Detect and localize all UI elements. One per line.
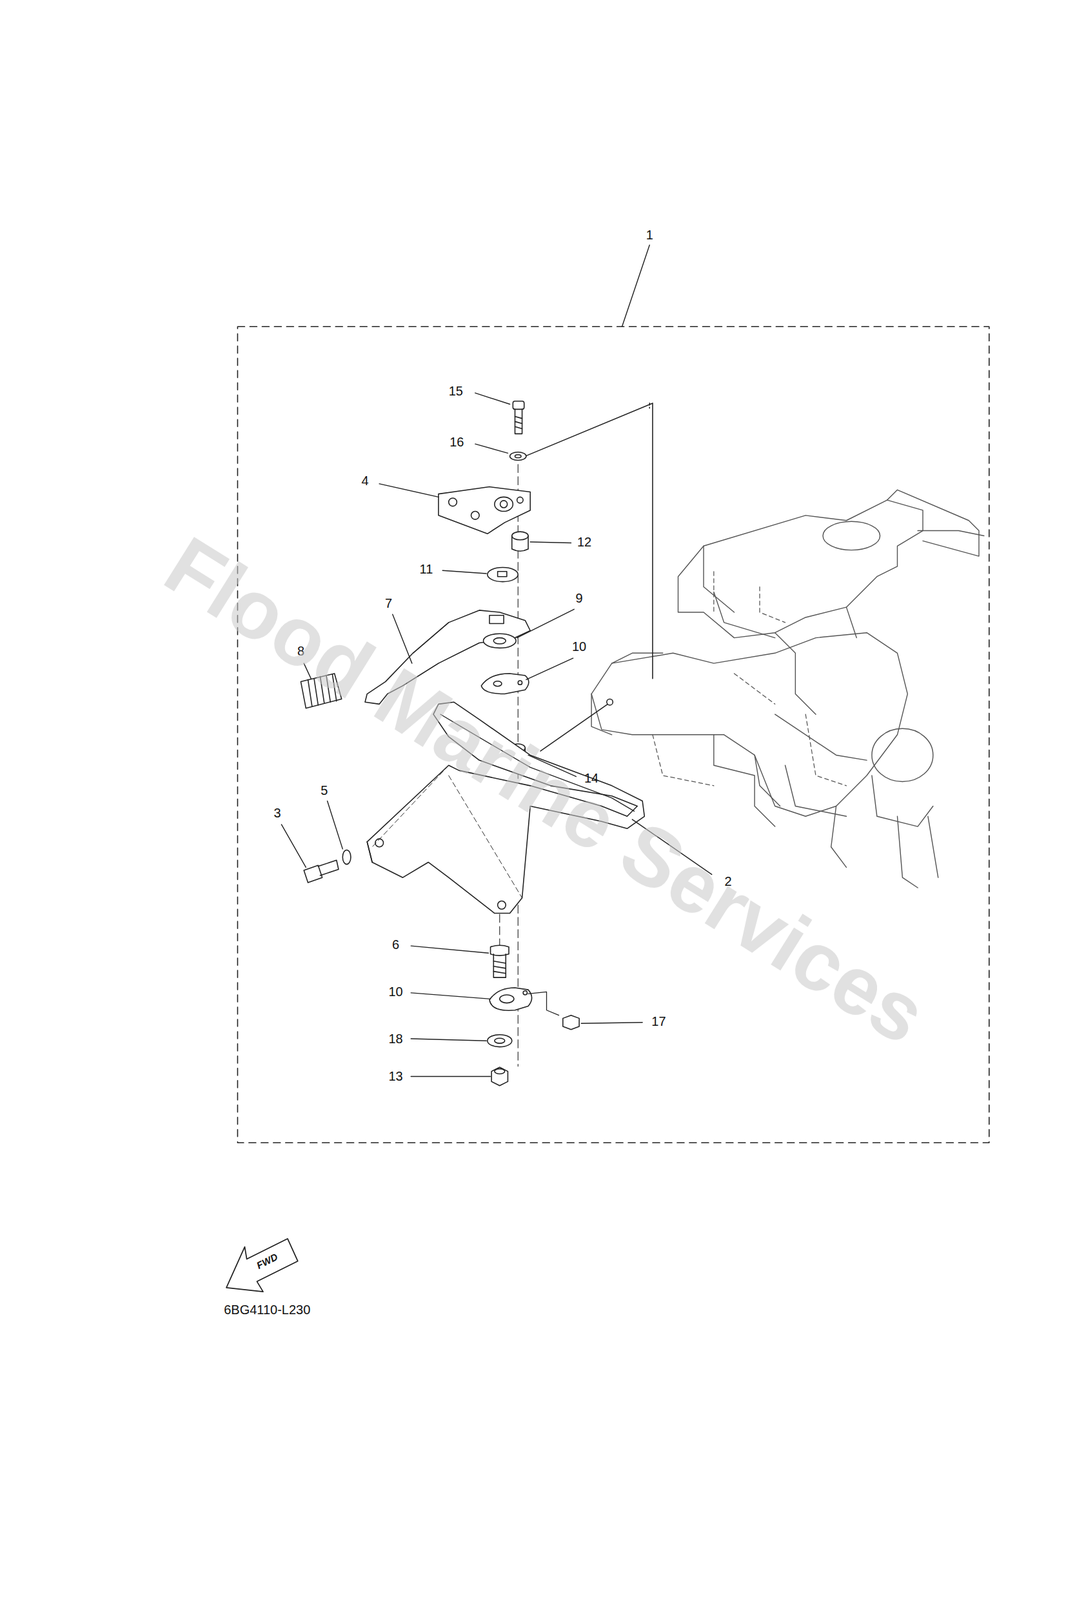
callout-number: 11 [419, 562, 434, 576]
callout-number: 10 [572, 639, 587, 653]
callout-number: 18 [388, 1031, 403, 1045]
callout-number: 3 [274, 806, 282, 820]
figure-code: 6BG4110-L230 [223, 1302, 311, 1316]
callout-number: 16 [449, 435, 464, 449]
callout-number: 1 [646, 228, 654, 242]
callout-number: 9 [575, 591, 583, 605]
callout-number: 4 [361, 473, 369, 487]
callout-number: 15 [448, 384, 464, 398]
callout-number: 6 [392, 937, 400, 951]
callout-number: 17 [651, 1014, 666, 1028]
watermark: Flood Marine Services [152, 523, 939, 1058]
callout-number: 12 [577, 535, 592, 549]
callout-number: 13 [388, 1069, 403, 1083]
callout-number: 7 [385, 596, 393, 610]
callout-number: 10 [388, 984, 403, 998]
callout-number: 5 [320, 783, 328, 797]
